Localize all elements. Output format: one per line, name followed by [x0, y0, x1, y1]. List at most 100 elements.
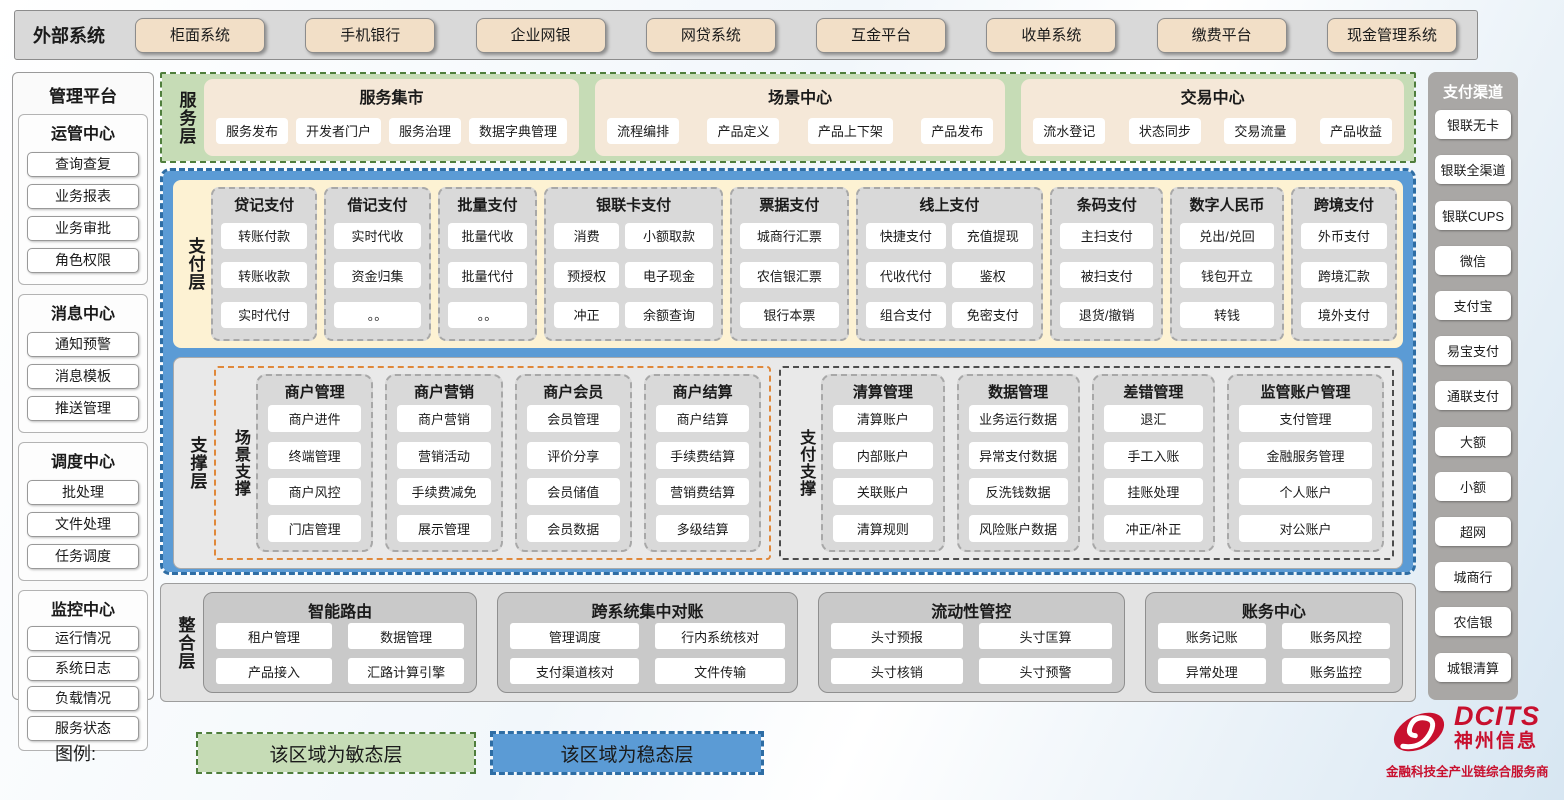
integration-item-button[interactable]: 账务监控	[1281, 658, 1390, 684]
support-item-button[interactable]: 会员储值	[526, 478, 620, 506]
pay-item-button[interactable]: 退货/撤销	[1060, 301, 1154, 328]
service-item-button[interactable]: 产品上下架	[807, 117, 893, 144]
channel-button[interactable]: 银联全渠道	[1435, 155, 1511, 185]
pay-item-button[interactable]: 余额查询	[625, 301, 714, 328]
support-item-button[interactable]: 手续费减免	[397, 478, 491, 506]
pay-item-button[interactable]: 城商行汇票	[740, 222, 839, 249]
external-system-button[interactable]: 柜面系统	[135, 17, 265, 53]
integration-item-button[interactable]: 头寸预报	[830, 623, 964, 649]
integration-item-button[interactable]: 产品接入	[216, 658, 333, 684]
pay-item-button[interactable]: 外币支付	[1300, 222, 1388, 249]
support-item-button[interactable]: 展示管理	[397, 514, 491, 542]
pay-item-button[interactable]: 。。	[334, 301, 421, 328]
menu-button[interactable]: 任务调度	[27, 544, 139, 569]
support-item-button[interactable]: 业务运行数据	[968, 405, 1068, 433]
menu-button[interactable]: 业务报表	[27, 184, 139, 209]
integration-item-button[interactable]: 汇路计算引擎	[348, 658, 465, 684]
pay-item-button[interactable]: 转钱	[1180, 301, 1274, 328]
channel-button[interactable]: 支付宝	[1435, 291, 1511, 321]
integration-item-button[interactable]: 头寸匡算	[979, 623, 1112, 649]
pay-item-button[interactable]: 快捷支付	[865, 222, 947, 249]
external-system-button[interactable]: 收单系统	[986, 17, 1117, 53]
support-item-button[interactable]: 商户营销	[397, 405, 491, 433]
support-item-button[interactable]: 挂账处理	[1103, 478, 1204, 506]
service-item-button[interactable]: 服务发布	[216, 117, 289, 144]
pay-item-button[interactable]: 批量代收	[447, 222, 528, 249]
integration-item-button[interactable]: 文件传输	[655, 658, 785, 684]
external-system-button[interactable]: 互金平台	[816, 17, 947, 53]
service-item-button[interactable]: 开发者门户	[296, 117, 382, 144]
integration-item-button[interactable]: 账务风控	[1281, 623, 1390, 649]
pay-item-button[interactable]: 批量代付	[447, 262, 528, 288]
integration-item-button[interactable]: 管理调度	[510, 623, 640, 649]
channel-button[interactable]: 超网	[1435, 517, 1511, 547]
external-system-button[interactable]: 缴费平台	[1156, 17, 1287, 53]
external-system-button[interactable]: 企业网银	[475, 17, 606, 53]
support-item-button[interactable]: 清算规则	[833, 514, 933, 542]
external-system-button[interactable]: 现金管理系统	[1326, 17, 1457, 53]
service-item-button[interactable]: 流水登记	[1033, 117, 1106, 144]
menu-button[interactable]: 通知预警	[27, 332, 139, 357]
external-system-button[interactable]: 手机银行	[305, 17, 436, 53]
support-item-button[interactable]: 手工入账	[1103, 441, 1204, 469]
menu-button[interactable]: 批处理	[27, 480, 139, 505]
pay-item-button[interactable]: 资金归集	[334, 262, 421, 288]
service-item-button[interactable]: 交易流量	[1224, 117, 1297, 144]
pay-item-button[interactable]: 小额取款	[625, 222, 714, 249]
support-item-button[interactable]: 异常支付数据	[968, 441, 1068, 469]
channel-button[interactable]: 通联支付	[1435, 381, 1511, 411]
pay-item-button[interactable]: 转账收款	[221, 262, 308, 288]
service-item-button[interactable]: 数据字典管理	[469, 117, 568, 144]
pay-item-button[interactable]: 银行本票	[740, 301, 839, 328]
support-item-button[interactable]: 冲正/补正	[1103, 514, 1204, 542]
channel-button[interactable]: 微信	[1435, 245, 1511, 275]
channel-button[interactable]: 小额	[1435, 471, 1511, 501]
support-item-button[interactable]: 会员管理	[526, 405, 620, 433]
integration-item-button[interactable]: 行内系统核对	[655, 623, 785, 649]
pay-item-button[interactable]: 兑出/兑回	[1180, 222, 1274, 249]
support-item-button[interactable]: 评价分享	[526, 441, 620, 469]
integration-item-button[interactable]: 头寸核销	[830, 658, 964, 684]
pay-item-button[interactable]: 冲正	[554, 301, 619, 328]
menu-button[interactable]: 消息模板	[27, 364, 139, 389]
integration-item-button[interactable]: 账务记账	[1157, 623, 1266, 649]
integration-item-button[interactable]: 头寸预警	[979, 658, 1112, 684]
support-item-button[interactable]: 商户结算	[655, 405, 750, 433]
menu-button[interactable]: 查询查复	[27, 152, 139, 177]
support-item-button[interactable]: 风险账户数据	[968, 514, 1068, 542]
pay-item-button[interactable]: 代收代付	[865, 262, 947, 288]
menu-button[interactable]: 文件处理	[27, 512, 139, 537]
menu-button[interactable]: 系统日志	[27, 656, 139, 681]
pay-item-button[interactable]: 鉴权	[952, 262, 1034, 288]
support-item-button[interactable]: 手续费结算	[655, 441, 750, 469]
menu-button[interactable]: 服务状态	[27, 716, 139, 741]
service-item-button[interactable]: 状态同步	[1128, 117, 1201, 144]
pay-item-button[interactable]: 预授权	[554, 262, 619, 288]
support-item-button[interactable]: 多级结算	[655, 514, 750, 542]
pay-item-button[interactable]: 免密支付	[952, 301, 1034, 328]
integration-item-button[interactable]: 租户管理	[216, 623, 333, 649]
pay-item-button[interactable]: 实时代收	[334, 222, 421, 249]
support-item-button[interactable]: 支付管理	[1239, 405, 1373, 433]
support-item-button[interactable]: 营销费结算	[655, 478, 750, 506]
pay-item-button[interactable]: 主扫支付	[1060, 222, 1154, 249]
menu-button[interactable]: 运行情况	[27, 626, 139, 651]
pay-item-button[interactable]: 组合支付	[865, 301, 947, 328]
external-system-button[interactable]: 网贷系统	[645, 17, 776, 53]
channel-button[interactable]: 农信银	[1435, 607, 1511, 637]
pay-item-button[interactable]: 充值提现	[952, 222, 1034, 249]
service-item-button[interactable]: 产品发布	[921, 117, 994, 144]
menu-button[interactable]: 负载情况	[27, 686, 139, 711]
support-item-button[interactable]: 内部账户	[833, 441, 933, 469]
pay-item-button[interactable]: 电子现金	[625, 262, 714, 288]
support-item-button[interactable]: 终端管理	[268, 441, 362, 469]
support-item-button[interactable]: 个人账户	[1239, 478, 1373, 506]
pay-item-button[interactable]: 农信银汇票	[740, 262, 839, 288]
pay-item-button[interactable]: 钱包开立	[1180, 262, 1274, 288]
channel-button[interactable]: 城银清算	[1435, 652, 1511, 682]
pay-item-button[interactable]: 跨境汇款	[1300, 262, 1388, 288]
pay-item-button[interactable]: 被扫支付	[1060, 262, 1154, 288]
support-item-button[interactable]: 反洗钱数据	[968, 478, 1068, 506]
support-item-button[interactable]: 关联账户	[833, 478, 933, 506]
channel-button[interactable]: 银联CUPS	[1435, 200, 1511, 230]
